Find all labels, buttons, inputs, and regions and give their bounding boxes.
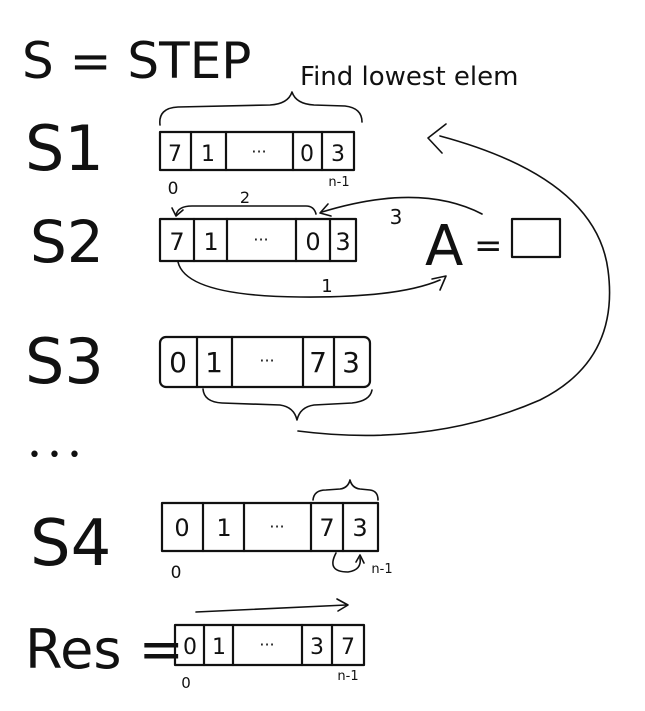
step-label-s1: S1 [25, 112, 104, 185]
step-definition: S = STEP [22, 32, 251, 90]
s3-cell-0: 0 [169, 346, 187, 379]
s3-cell-4: 3 [342, 346, 360, 379]
swap-label-2: 2 [240, 188, 250, 207]
s1-cell-1: 1 [201, 142, 215, 167]
s2-cell-ellipsis: ··· [253, 230, 268, 249]
remaining-brace [202, 388, 373, 421]
s2-cell-0: 7 [169, 228, 184, 256]
s2-cell-4: 3 [335, 228, 350, 256]
array-s3 [158, 335, 372, 389]
temp-var-a: A [425, 214, 463, 279]
s1-index-end: n-1 [328, 175, 349, 190]
sorted-direction-arrow-head [336, 598, 349, 612]
find-brace [159, 91, 363, 126]
self-swap-arrow-head [355, 554, 365, 564]
result-index-end: n-1 [337, 669, 358, 684]
last-pair-brace [312, 479, 379, 501]
result-label: Res = [25, 618, 184, 681]
result-cell-4: 7 [341, 635, 355, 660]
steps-ellipsis: • • • [28, 443, 81, 468]
move-label-1: 1 [321, 276, 332, 297]
s3-cell-ellipsis: ··· [259, 351, 274, 370]
find-note: Find lowest elem [300, 62, 518, 92]
repeat-loop-arrow [297, 135, 611, 437]
s4-index-start: 0 [171, 563, 182, 583]
repeat-loop-arrow-head [427, 123, 447, 154]
s4-cell-ellipsis: ··· [269, 517, 284, 536]
step-label-s4: S4 [30, 507, 111, 581]
array-result [173, 623, 366, 667]
result-cell-1: 1 [212, 635, 226, 660]
s1-cell-4: 3 [331, 142, 345, 167]
move-label-3: 3 [390, 205, 403, 229]
result-cell-ellipsis: ··· [259, 635, 274, 654]
move-arrow-1-head [431, 275, 447, 291]
temp-box [510, 217, 562, 259]
step-label-s2: S2 [30, 208, 104, 276]
self-swap-arrow [332, 552, 362, 573]
s4-cell-0: 0 [174, 514, 189, 542]
step-label-s3: S3 [25, 325, 104, 398]
s2-cell-3: 0 [305, 228, 320, 256]
s4-index-end: n-1 [371, 562, 392, 577]
s3-cell-1: 1 [205, 346, 223, 379]
array-s2 [158, 217, 358, 263]
s4-cell-1: 1 [216, 514, 231, 542]
s1-cell-0: 7 [168, 142, 182, 167]
temp-equals: = [474, 226, 503, 266]
swap-arrow-2-head [171, 207, 184, 217]
s3-cell-3: 7 [309, 346, 327, 379]
move-arrow-1 [177, 261, 441, 298]
move-arrow-3-head [319, 203, 332, 217]
result-cell-3: 3 [310, 635, 324, 660]
sorted-direction-arrow [195, 604, 347, 613]
s2-cell-1: 1 [203, 228, 218, 256]
array-s4 [160, 501, 380, 553]
result-index-start: 0 [181, 674, 191, 692]
s1-cell-3: 0 [300, 142, 314, 167]
swap-arrow-2 [175, 205, 317, 216]
s1-index-start: 0 [168, 179, 179, 199]
result-cell-0: 0 [183, 635, 197, 660]
move-arrow-3 [321, 196, 483, 215]
s4-cell-3: 7 [319, 514, 334, 542]
s1-cell-ellipsis: ··· [251, 142, 266, 161]
array-s1 [158, 130, 356, 172]
s4-cell-4: 3 [352, 514, 367, 542]
